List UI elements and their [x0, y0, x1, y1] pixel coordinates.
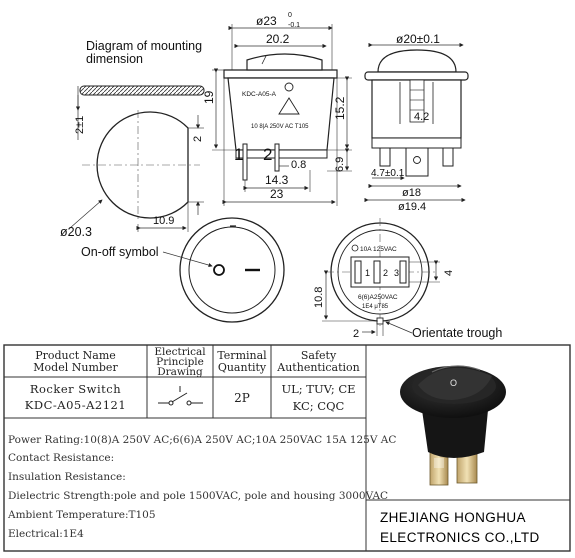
cell-quantity: 2P: [234, 391, 250, 405]
dim-side: 2: [192, 136, 204, 142]
spec-table-border: [3, 344, 571, 552]
pin-1: [242, 143, 248, 181]
dim-mount-dia: ø20.3: [60, 225, 92, 239]
spec-contact-resistance: Contact Resistance:: [8, 452, 115, 464]
terminal-1-label: 1: [234, 145, 243, 164]
dim-bottom-trough: 2: [353, 328, 359, 340]
company-name-line2: ELECTRONICS CO.,LTD: [380, 530, 540, 545]
dim-right-dia18: ø18: [402, 187, 421, 199]
header-terminal-2: Quantity: [217, 361, 267, 374]
header-terminal-1: Terminal: [217, 349, 267, 362]
dim-bottom-h: 10.8: [313, 287, 325, 308]
photo-rocker: [418, 367, 492, 400]
dim-top-width: ø23: [256, 14, 277, 28]
spec-power-rating: Power Rating:10(8)A 250V AC;6(6)A 250V A…: [8, 434, 397, 446]
header-principle-1: Electrical: [154, 346, 206, 358]
photo-rocker-mark: O: [450, 378, 457, 388]
front-rocker: [188, 226, 276, 314]
spec-ambient-temperature: Ambient Temperature:T105: [8, 509, 156, 521]
end-terminal: [405, 147, 429, 177]
company-name-line1: ZHEJIANG HONGHUA: [380, 510, 526, 525]
spec-insulation-resistance: Insulation Resistance:: [8, 471, 126, 483]
mount-hole: [96, 111, 189, 219]
bottom-terminal-1: 1: [365, 268, 370, 278]
part-model: KDC-A05-A: [242, 91, 277, 98]
header-principle-2: Principle: [156, 356, 204, 368]
dim-top-width-lower: -0.1: [288, 22, 300, 29]
end-cap: [377, 49, 457, 73]
dim-right-top: ø20±0.1: [396, 32, 440, 46]
product-photo: O: [400, 365, 506, 486]
dim-bottom-w: 4: [443, 270, 455, 276]
rocker-side: [246, 53, 323, 71]
mount-title-line2: dimension: [86, 52, 143, 66]
header-product: Product Name: [35, 349, 116, 362]
dim-gap: 2±1: [74, 116, 86, 134]
header-model: Model Number: [33, 361, 118, 374]
switch-principle-icon: [158, 386, 203, 406]
header-principle-3: Drawing: [157, 366, 203, 378]
dim-pin-pitch: 14.3: [265, 173, 289, 187]
dim-right-inner: 4.2: [414, 111, 429, 123]
bottom-rating-3: 1E4 μT85: [362, 304, 389, 310]
pin-2: [274, 143, 280, 172]
dim-pin-thick: 0.8: [291, 159, 306, 171]
dim-lead-height: 6.9: [334, 157, 346, 172]
dim-right-height: 15.2: [333, 96, 347, 120]
spec-electrical-life: Electrical:1E4: [8, 528, 84, 540]
off-symbol-icon: [213, 264, 225, 276]
terminal-2-label: 2: [263, 145, 272, 164]
cell-auth-1: UL; TUV; CE: [281, 382, 356, 396]
bottom-rating-1: 10A 125VAC: [360, 246, 397, 253]
dim-right-dia19: ø19.4: [398, 201, 426, 213]
header-safety-1: Safety: [300, 349, 337, 362]
bottom-terminal-2: 2: [383, 268, 388, 278]
photo-body: [422, 410, 488, 458]
dim-inner-width: 20.2: [266, 32, 290, 46]
spec-dielectric-strength: Dielectric Strength:pole and pole 1500VA…: [8, 490, 389, 502]
dim-mount-flat: 10.9: [153, 215, 174, 227]
dim-right-term: 4.7±0.1: [371, 168, 405, 179]
dim-total-width: 23: [270, 187, 284, 201]
header-safety-2: Authentication: [277, 361, 360, 374]
dim-top-width-upper: 0: [288, 12, 292, 19]
safety-triangle-icon: [278, 97, 300, 115]
part-rating: 10 8|A 250V AC T105: [251, 124, 309, 130]
cell-auth-2: KC; CQC: [292, 399, 345, 413]
cell-model: KDC-A05-A2121: [24, 398, 127, 412]
bottom-rating-2: 6(6)A250VAC: [358, 294, 398, 301]
mount-title-line1: Diagram of mounting: [86, 39, 202, 53]
orientate-trough-label: Orientate trough: [412, 326, 502, 340]
on-off-symbol-label: On-off symbol: [81, 245, 159, 259]
bottom-terminal-3: 3: [394, 268, 399, 278]
panel-strip: [79, 85, 205, 96]
dim-height: 19: [202, 90, 216, 104]
cell-product: Rocker Switch: [29, 382, 122, 396]
